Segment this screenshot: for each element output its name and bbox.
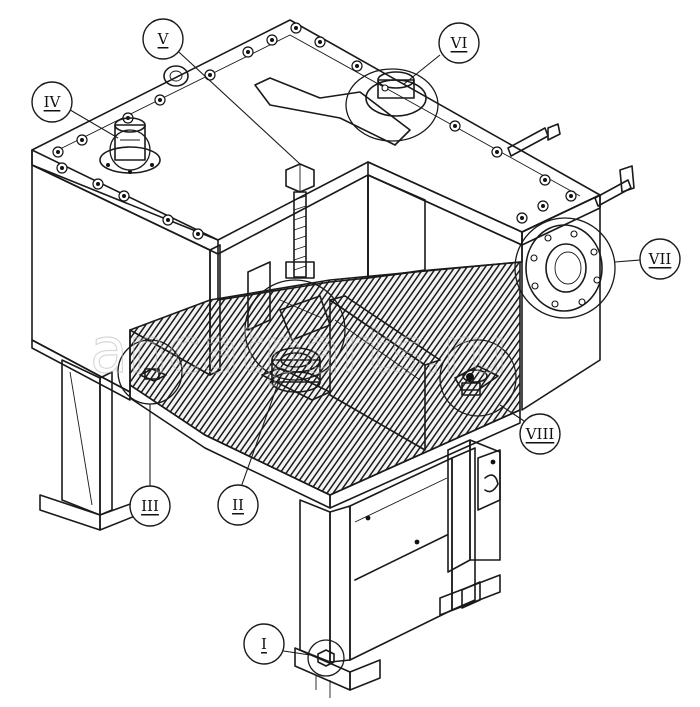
callout-label: II — [232, 496, 244, 514]
callout-VI: VI — [438, 22, 480, 64]
tank-floor — [129, 261, 521, 509]
rim-bolts — [52, 22, 577, 240]
callout-label: VIII — [525, 425, 555, 443]
callout-label: VII — [648, 250, 672, 268]
threaded-rod — [285, 163, 315, 279]
callout-I: I — [243, 623, 285, 665]
level-sensor — [439, 339, 517, 417]
outlet-detail — [244, 261, 346, 401]
callout-label: I — [261, 635, 267, 653]
watermark: ancatparts.ru — [90, 314, 508, 387]
side-flange — [514, 217, 616, 319]
inner-walls — [217, 174, 601, 451]
callout-VII: VII — [639, 238, 681, 280]
callout-label: III — [141, 497, 159, 515]
drain-plug — [117, 339, 183, 490]
leader-lines — [59, 41, 641, 656]
callout-II: II — [217, 484, 259, 526]
callout-III: III — [129, 485, 171, 527]
callout-label: IV — [44, 93, 62, 111]
filler-cap — [99, 117, 161, 174]
foot-bolt — [307, 639, 345, 677]
callout-label: VI — [450, 34, 468, 52]
angle-brackets — [507, 123, 635, 207]
callout-IV: IV — [31, 81, 73, 123]
lifting-eye — [163, 65, 189, 87]
callout-VIII: VIII — [519, 413, 561, 455]
callout-label: V — [157, 30, 170, 48]
leg-bracket — [477, 449, 501, 511]
breather-assembly — [254, 68, 439, 146]
callout-V: V — [142, 18, 184, 60]
